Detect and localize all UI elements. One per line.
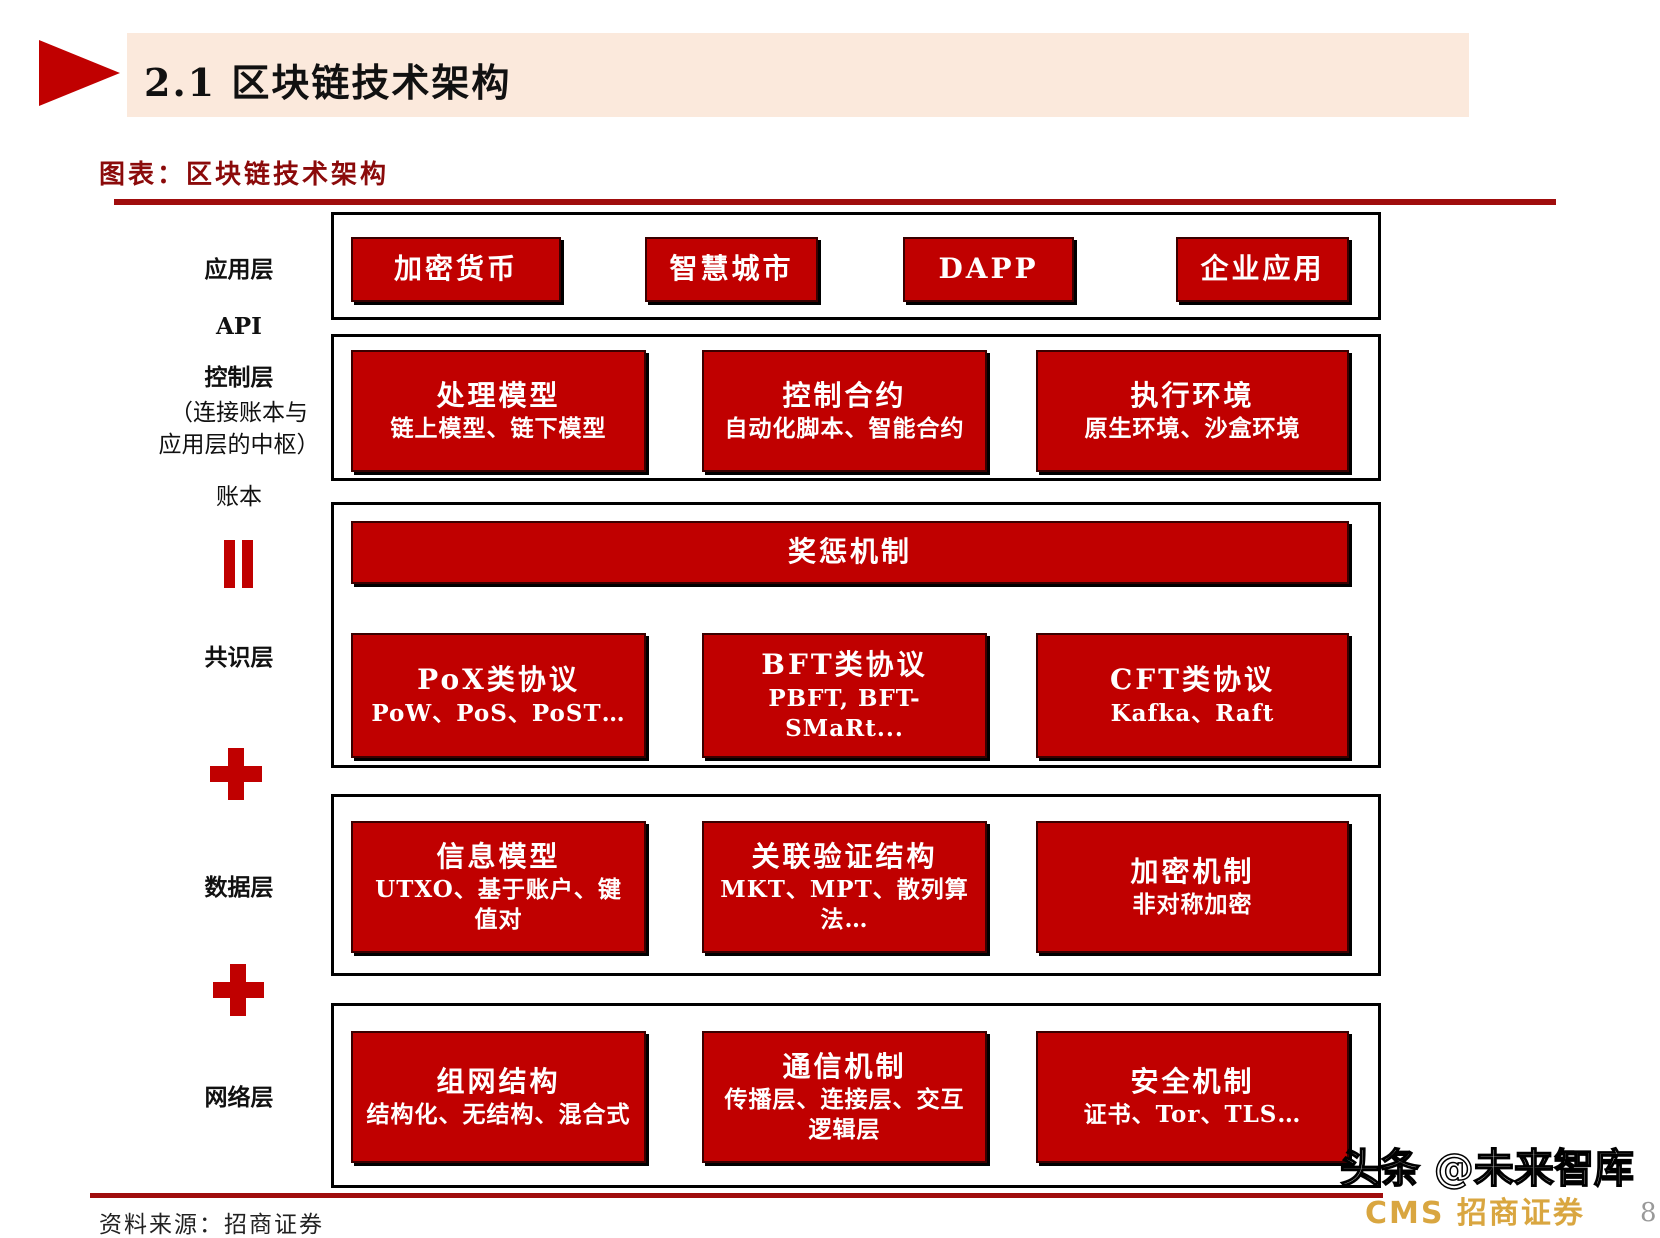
equals-bar-icon	[242, 540, 253, 588]
box-title: 企业应用	[1200, 252, 1325, 286]
box-title: 加密机制	[1130, 854, 1255, 888]
app-box: 加密货币	[351, 237, 561, 302]
label-network-layer: 网络层	[204, 1084, 274, 1111]
box-title: 通信机制	[782, 1049, 907, 1083]
cms-logo: CMS 招商证券	[1365, 1196, 1585, 1231]
box-subtitle: 结构化、无结构、混合式	[366, 1101, 631, 1129]
equals-bar-icon	[224, 540, 235, 588]
box-title: 处理模型	[436, 378, 561, 412]
watermark: 头条 @未来智库	[1339, 1146, 1634, 1192]
label-data-layer: 数据层	[204, 874, 274, 901]
label-control-note-1: （连接账本与	[170, 400, 308, 426]
figure-caption: 图表：区块链技术架构	[99, 160, 390, 190]
box-subtitle: 证书、Tor、TLS…	[1083, 1101, 1302, 1129]
box-subtitle: 非对称加密	[1132, 891, 1253, 919]
box-title: 组网结构	[436, 1064, 561, 1098]
control-layer-frame	[331, 334, 1381, 481]
label-control-note-2: 应用层的中枢）	[158, 432, 320, 458]
app-box: 智慧城市	[645, 237, 818, 302]
box-subtitle: PoW、PoS、PoST…	[371, 699, 626, 727]
label-consensus-layer: 共识层	[204, 644, 274, 671]
title-bar	[127, 33, 1469, 117]
title-triangle-icon	[39, 40, 120, 106]
label-ledger: 账本	[216, 484, 262, 510]
box-title: PoX类协议	[417, 663, 580, 697]
box-subtitle: 自动化脚本、智能合约	[724, 415, 965, 443]
box-title: 安全机制	[1130, 1064, 1255, 1098]
box-title: 加密货币	[393, 252, 518, 286]
control-box: 执行环境原生环境、沙盒环境	[1036, 350, 1349, 472]
app-layer-frame	[331, 212, 1381, 320]
app-box: DAPP	[903, 237, 1074, 302]
app-box: 企业应用	[1176, 237, 1349, 302]
box-subtitle: PBFT, BFT-SMaRt...	[768, 684, 921, 742]
data-layer-frame	[331, 794, 1381, 976]
box-subtitle: Kafka、Raft	[1110, 699, 1275, 727]
box-title: 信息模型	[436, 839, 561, 873]
page-number: 8	[1640, 1198, 1657, 1228]
source-note: 资料来源：招商证券	[99, 1212, 324, 1238]
data-box: 加密机制非对称加密	[1036, 821, 1349, 953]
label-control-layer: 控制层	[204, 364, 274, 391]
box-title: 控制合约	[782, 378, 907, 412]
box-title: DAPP	[938, 252, 1039, 286]
box-title: BFT类协议	[761, 648, 928, 682]
box-subtitle: 原生环境、沙盒环境	[1084, 415, 1301, 443]
footer-divider	[90, 1193, 1383, 1198]
page-title: 2.1 区块链技术架构	[144, 60, 512, 105]
box-title: 智慧城市	[669, 252, 794, 286]
box-subtitle: UTXO、基于账户、键值对	[375, 876, 622, 934]
control-box: 控制合约自动化脚本、智能合约	[702, 350, 987, 472]
box-title: 关联验证结构	[751, 839, 938, 873]
label-app-layer: 应用层	[204, 256, 274, 283]
control-box: 处理模型链上模型、链下模型	[351, 350, 646, 472]
box-subtitle: MKT、MPT、散列算法…	[720, 876, 969, 934]
box-title: CFT类协议	[1109, 663, 1275, 697]
network-box: 组网结构结构化、无结构、混合式	[351, 1031, 646, 1163]
box-subtitle: 链上模型、链下模型	[390, 415, 607, 443]
caption-divider	[114, 199, 1556, 205]
box-title: 执行环境	[1130, 378, 1255, 412]
network-box: 通信机制传播层、连接层、交互逻辑层	[702, 1031, 987, 1163]
box-title: 奖惩机制	[787, 535, 912, 569]
network-box: 安全机制证书、Tor、TLS…	[1036, 1031, 1349, 1163]
label-api: API	[216, 313, 262, 340]
incentive-box: 奖惩机制	[351, 521, 1349, 584]
consensus-layer-frame	[331, 502, 1381, 768]
box-subtitle: 传播层、连接层、交互逻辑层	[724, 1086, 965, 1144]
network-layer-frame	[331, 1003, 1381, 1188]
